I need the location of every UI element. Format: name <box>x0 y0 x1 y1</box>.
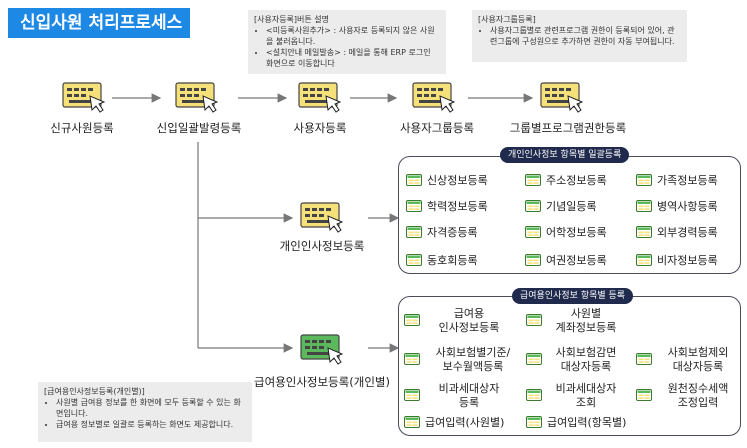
payroll-item-label: 사원별 계좌정보등록 <box>555 307 617 334</box>
flow-node-new-employee: 신규사원등록 <box>50 121 114 135</box>
form-icon <box>406 226 422 238</box>
payroll-item[interactable]: 급여입력(항목별) <box>526 414 626 430</box>
form-icon <box>525 174 541 186</box>
form-icon <box>636 174 652 186</box>
payroll-item[interactable]: 비과세대상자 등록 <box>404 382 514 410</box>
payroll-item-label: 급여용 인사정보등록 <box>438 307 500 334</box>
hr-item-label: 어학정보등록 <box>546 226 607 239</box>
flow-node-user-registration: 사용자등록 <box>293 121 347 135</box>
hr-item[interactable]: 기념일등록 <box>525 198 597 214</box>
hr-item[interactable]: 주소정보등록 <box>525 172 607 188</box>
flow-node-user-group: 사용자그룹등록 <box>399 121 475 135</box>
payroll-item-label: 사회보험제외 대상자등록 <box>667 346 729 373</box>
flow-node-payroll-info: 급여용인사정보등록(개인별) <box>254 375 390 389</box>
payroll-item-label: 급여입력(사원별) <box>425 416 505 429</box>
note-bullet: 사원별 급여용 정보를 한 화면에 모두 등록할 수 있는 화면입니다. <box>56 397 246 419</box>
form-icon <box>525 200 541 212</box>
hr-item-label: 기념일등록 <box>546 200 597 213</box>
payroll-item[interactable]: 사회보험별기준/ 보수월액등록 <box>404 346 522 374</box>
note-group-registration: [사용자그룹등록] 사용자그룹별로 관련프로그램 권한이 등록되어 있어, 관련… <box>472 10 687 62</box>
payroll-item[interactable]: 비과세대상자 조회 <box>526 382 626 410</box>
note-bullet: 사용자그룹별로 관련프로그램 권한이 등록되어 있어, 관련그룹에 구성원으로 … <box>490 25 681 47</box>
form-icon <box>525 226 541 238</box>
hr-item-label: 병역사항등록 <box>657 200 718 213</box>
payroll-item[interactable]: 급여용 인사정보등록 <box>404 307 514 335</box>
payroll-item-label: 사회보험별기준/ 보수월액등록 <box>435 346 511 373</box>
form-icon <box>636 389 652 401</box>
note-payroll: [급여용인사정보등록(개인별)] 사원별 급여용 정보를 한 화면에 모두 등록… <box>38 382 252 442</box>
keyboard-icon <box>175 82 219 113</box>
payroll-item-label: 사회보험감면 대상자등록 <box>555 346 617 373</box>
flow-node-hr-info: 개인인사정보등록 <box>279 239 365 253</box>
form-icon <box>636 200 652 212</box>
hr-item[interactable]: 비자정보등록 <box>636 252 718 268</box>
form-icon <box>526 353 542 365</box>
keyboard-icon <box>540 82 584 113</box>
note-bullet: <미등록사원추가> : 사용자로 등록되지 않은 사원을 불러옵니다. <box>266 25 440 47</box>
form-icon <box>526 314 542 326</box>
hr-item[interactable]: 자격증등록 <box>406 224 478 240</box>
form-icon <box>526 416 542 428</box>
form-icon <box>404 353 420 365</box>
hr-item[interactable]: 병역사항등록 <box>636 198 718 214</box>
payroll-item[interactable]: 원천징수세액 조정입력 <box>636 382 740 410</box>
note-heading: [급여용인사정보등록(개인별)] <box>44 387 145 396</box>
payroll-item-label: 비과세대상자 조회 <box>555 382 617 409</box>
hr-item[interactable]: 여권정보등록 <box>525 252 607 268</box>
payroll-item[interactable]: 급여입력(사원별) <box>404 414 504 430</box>
hr-item-label: 자격증등록 <box>427 226 478 239</box>
hr-item-label: 학력정보등록 <box>427 200 488 213</box>
form-icon <box>404 416 420 428</box>
hr-item[interactable]: 신상정보등록 <box>406 172 488 188</box>
note-user-registration: [사용자등록]버튼 설명 <미등록사원추가> : 사용자로 등록되지 않은 사원… <box>248 10 446 74</box>
form-icon <box>526 389 542 401</box>
form-icon <box>636 353 652 365</box>
payroll-group-title: 급여용인사정보 항목별 등록 <box>512 288 634 304</box>
hr-item[interactable]: 외부경력등록 <box>636 224 718 240</box>
keyboard-icon <box>62 82 106 113</box>
hr-item-label: 비자정보등록 <box>657 254 718 267</box>
hr-item[interactable]: 동호회등록 <box>406 252 478 268</box>
form-icon <box>636 226 652 238</box>
payroll-item-label: 급여입력(항목별) <box>547 416 627 429</box>
payroll-item-label: 비과세대상자 등록 <box>438 382 500 409</box>
form-icon <box>404 389 420 401</box>
keyboard-icon <box>412 82 456 113</box>
hr-item-label: 주소정보등록 <box>546 174 607 187</box>
page-title: 신입사원 처리프로세스 <box>8 8 190 38</box>
hr-item-label: 가족정보등록 <box>657 174 718 187</box>
hr-group-title: 개인인사정보 항목별 일괄등록 <box>500 147 630 163</box>
note-heading: [사용자그룹등록] <box>478 15 536 24</box>
payroll-item-label: 원천징수세액 조정입력 <box>667 382 729 409</box>
hr-item[interactable]: 학력정보등록 <box>406 198 488 214</box>
hr-item-label: 여권정보등록 <box>546 254 607 267</box>
flow-node-bulk-appointment: 신입일괄발령등록 <box>156 121 242 135</box>
flow-node-group-permission: 그룹별프로그램권한등록 <box>509 121 627 135</box>
form-icon <box>525 254 541 266</box>
hr-item[interactable]: 어학정보등록 <box>525 224 607 240</box>
form-icon <box>636 254 652 266</box>
keyboard-icon <box>300 334 344 365</box>
note-bullet: 급여용 정보별로 일괄로 등록하는 화면도 제공합니다. <box>56 419 246 430</box>
hr-item-label: 외부경력등록 <box>657 226 718 239</box>
note-bullet: <설치안내 메일발송> : 메일을 통해 ERP 로그인 화면으로 이동합니다 <box>266 47 440 69</box>
form-icon <box>406 200 422 212</box>
payroll-item[interactable]: 사원별 계좌정보등록 <box>526 307 626 335</box>
form-icon <box>406 174 422 186</box>
hr-bulk-group <box>398 156 741 274</box>
hr-item-label: 동호회등록 <box>427 254 478 267</box>
keyboard-icon <box>298 82 342 113</box>
hr-item-label: 신상정보등록 <box>427 174 488 187</box>
note-heading: [사용자등록]버튼 설명 <box>254 15 330 24</box>
form-icon <box>404 314 420 326</box>
payroll-group <box>398 296 741 436</box>
payroll-item[interactable]: 사회보험감면 대상자등록 <box>526 346 626 374</box>
payroll-item[interactable]: 사회보험제외 대상자등록 <box>636 346 740 374</box>
hr-item[interactable]: 가족정보등록 <box>636 172 718 188</box>
keyboard-icon <box>300 202 344 233</box>
form-icon <box>406 254 422 266</box>
